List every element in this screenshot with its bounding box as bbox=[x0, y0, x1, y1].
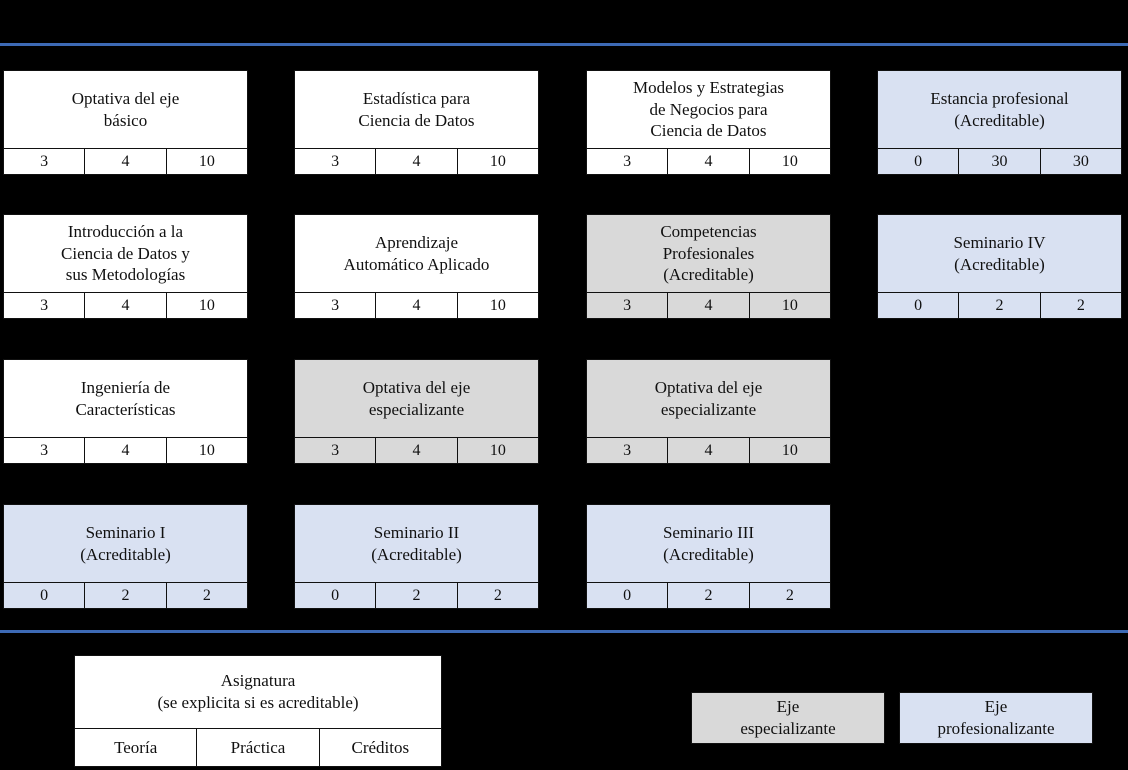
course-credits-value: 10 bbox=[165, 149, 247, 174]
course-title: Optativa del eje especializante bbox=[654, 377, 763, 419]
course-title: Seminario IV (Acreditable) bbox=[953, 232, 1046, 274]
course-credits-value: 10 bbox=[748, 293, 830, 318]
course-title: Ingeniería de Características bbox=[75, 377, 176, 419]
course-theory-value: 3 bbox=[331, 296, 340, 314]
course-card[interactable]: Introducción a la Ciencia de Datos y sus… bbox=[3, 214, 248, 319]
course-practice-value: 4 bbox=[375, 438, 456, 463]
course-title: Estancia profesional (Acreditable) bbox=[930, 88, 1069, 130]
legend-key-card: Asignatura (se explicita si es acreditab… bbox=[74, 655, 442, 767]
course-practice-value: 2 bbox=[667, 583, 748, 608]
course-credits-value: 2 bbox=[165, 583, 247, 608]
course-credits-value: 2 bbox=[456, 583, 538, 608]
course-title: Optativa del eje especializante bbox=[362, 377, 471, 419]
course-card[interactable]: Competencias Profesionales (Acreditable)… bbox=[586, 214, 831, 319]
course-title: Modelos y Estrategias de Negocios para C… bbox=[632, 77, 785, 141]
course-credits-value: 30 bbox=[1039, 149, 1121, 174]
course-theory-value: 0 bbox=[40, 586, 49, 604]
course-practice-value: 2 bbox=[84, 583, 165, 608]
course-theory-value: 3 bbox=[623, 296, 632, 314]
course-practice-value: 4 bbox=[667, 293, 748, 318]
course-practice-value: 4 bbox=[375, 293, 456, 318]
top-divider bbox=[0, 43, 1128, 46]
course-card[interactable]: Modelos y Estrategias de Negocios para C… bbox=[586, 70, 831, 175]
course-title: Seminario II (Acreditable) bbox=[371, 522, 462, 564]
legend-column-header: Créditos bbox=[318, 729, 441, 766]
course-title: Aprendizaje Automático Aplicado bbox=[343, 232, 490, 274]
course-credits-value: 2 bbox=[748, 583, 830, 608]
course-theory-value: 3 bbox=[331, 152, 340, 170]
course-theory-value: 3 bbox=[40, 441, 49, 459]
course-practice-value: 4 bbox=[84, 293, 165, 318]
course-theory-value: 3 bbox=[623, 152, 632, 170]
course-title: Estadística para Ciencia de Datos bbox=[358, 88, 475, 130]
course-credits-value: 10 bbox=[456, 149, 538, 174]
course-theory-value: 3 bbox=[331, 441, 340, 459]
course-theory-value: 3 bbox=[40, 152, 49, 170]
course-practice-value: 2 bbox=[958, 293, 1039, 318]
course-theory-value: 0 bbox=[914, 296, 923, 314]
course-credits-value: 10 bbox=[748, 149, 830, 174]
legend-swatch: Eje profesionalizante bbox=[899, 692, 1093, 744]
legend-column-header: Práctica bbox=[196, 729, 318, 766]
course-theory-value: 3 bbox=[623, 441, 632, 459]
course-title: Seminario I (Acreditable) bbox=[80, 522, 171, 564]
course-title: Optativa del eje básico bbox=[71, 88, 180, 130]
course-practice-value: 30 bbox=[958, 149, 1039, 174]
course-theory-value: 0 bbox=[914, 152, 923, 170]
course-credits-value: 10 bbox=[456, 438, 538, 463]
legend-swatch: Eje especializante bbox=[691, 692, 885, 744]
course-title: Competencias Profesionales (Acreditable) bbox=[660, 221, 757, 285]
legend-key-title: Asignatura (se explicita si es acreditab… bbox=[157, 671, 359, 712]
course-practice-value: 4 bbox=[84, 438, 165, 463]
course-title: Introducción a la Ciencia de Datos y sus… bbox=[61, 221, 190, 285]
course-theory-value: 3 bbox=[40, 296, 49, 314]
course-practice-value: 4 bbox=[375, 149, 456, 174]
course-title: Seminario III (Acreditable) bbox=[662, 522, 755, 564]
course-practice-value: 2 bbox=[375, 583, 456, 608]
course-credits-value: 2 bbox=[1039, 293, 1121, 318]
course-theory-value: 0 bbox=[331, 586, 340, 604]
course-practice-value: 4 bbox=[667, 438, 748, 463]
course-practice-value: 4 bbox=[667, 149, 748, 174]
course-credits-value: 10 bbox=[165, 438, 247, 463]
course-credits-value: 10 bbox=[165, 293, 247, 318]
course-credits-value: 10 bbox=[748, 438, 830, 463]
course-theory-value: 0 bbox=[623, 586, 632, 604]
course-credits-value: 10 bbox=[456, 293, 538, 318]
bottom-divider bbox=[0, 630, 1128, 633]
legend-column-header: Teoría bbox=[114, 737, 158, 757]
course-practice-value: 4 bbox=[84, 149, 165, 174]
